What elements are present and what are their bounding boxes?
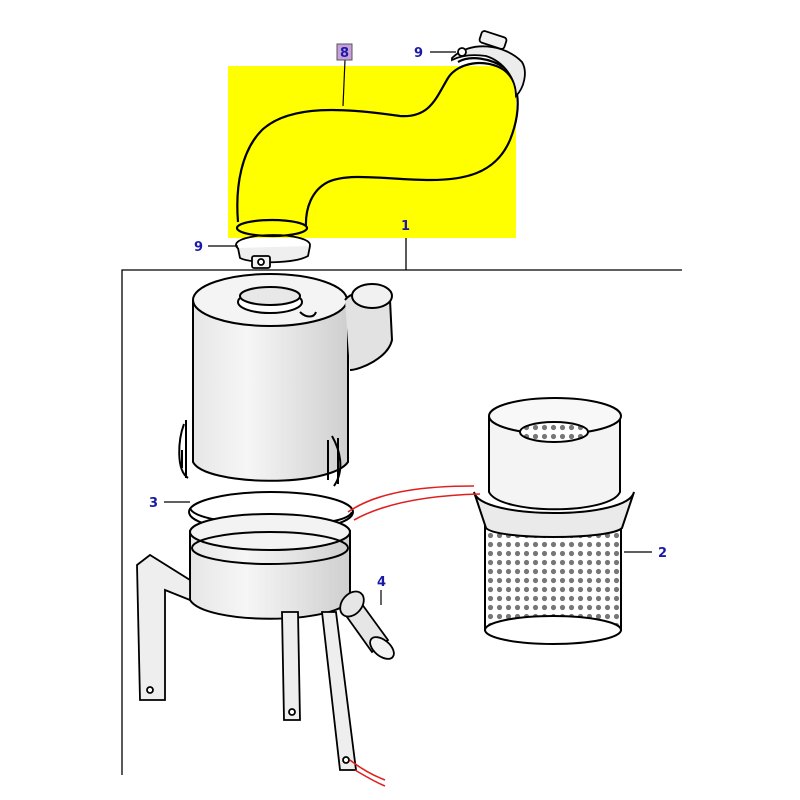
callout-assembly[interactable]: 1	[401, 219, 410, 234]
callout-filter-element[interactable]: 2	[658, 546, 667, 561]
dust-bowl[interactable]	[189, 513, 351, 620]
callout-box-hose	[336, 43, 353, 61]
air-intake-hose[interactable]	[235, 57, 519, 238]
callout-valve[interactable]: 4	[377, 575, 386, 590]
callout-clamp-bottom[interactable]: 9	[194, 240, 203, 255]
callout-clamp-top[interactable]: 9	[414, 46, 423, 61]
evacuator-valve[interactable]	[335, 587, 398, 663]
mounting-brackets	[136, 553, 358, 771]
callout-seal-ring[interactable]: 3	[149, 496, 158, 511]
leader-lines	[164, 51, 652, 605]
callout-hose[interactable]: 8	[340, 46, 349, 61]
assembly-frame	[121, 269, 682, 775]
hose-clamp-top[interactable]	[451, 30, 526, 99]
air-cleaner-housing[interactable]	[178, 273, 394, 487]
hose-highlight	[228, 66, 516, 238]
hose-clamp-bottom[interactable]	[235, 234, 311, 269]
reference-lines	[347, 485, 481, 787]
filter-element[interactable]	[473, 397, 635, 645]
